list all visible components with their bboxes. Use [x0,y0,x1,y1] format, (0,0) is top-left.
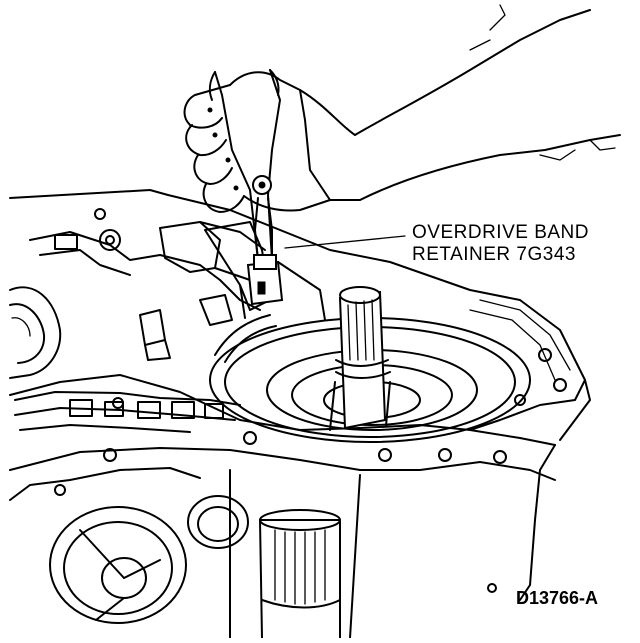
callout-leader-line [284,235,406,249]
valve-body-lower [14,391,241,433]
reference-mark [487,583,497,593]
band-retainer [204,221,326,321]
input-shaft [329,286,391,431]
callout-label-line2: RETAINER 7G343 [412,244,576,265]
ribbed-cylinder [259,509,341,639]
valve-body-upper [29,208,271,361]
servo-bore-small [187,495,249,549]
transmission-case [9,189,591,639]
callout-label-line1: OVERDRIVE BAND [412,222,589,243]
technician-hand [183,4,621,213]
figure-id: D13766-A [516,588,599,608]
servo-bore-large [49,506,187,624]
left-pump-partial [9,286,62,379]
